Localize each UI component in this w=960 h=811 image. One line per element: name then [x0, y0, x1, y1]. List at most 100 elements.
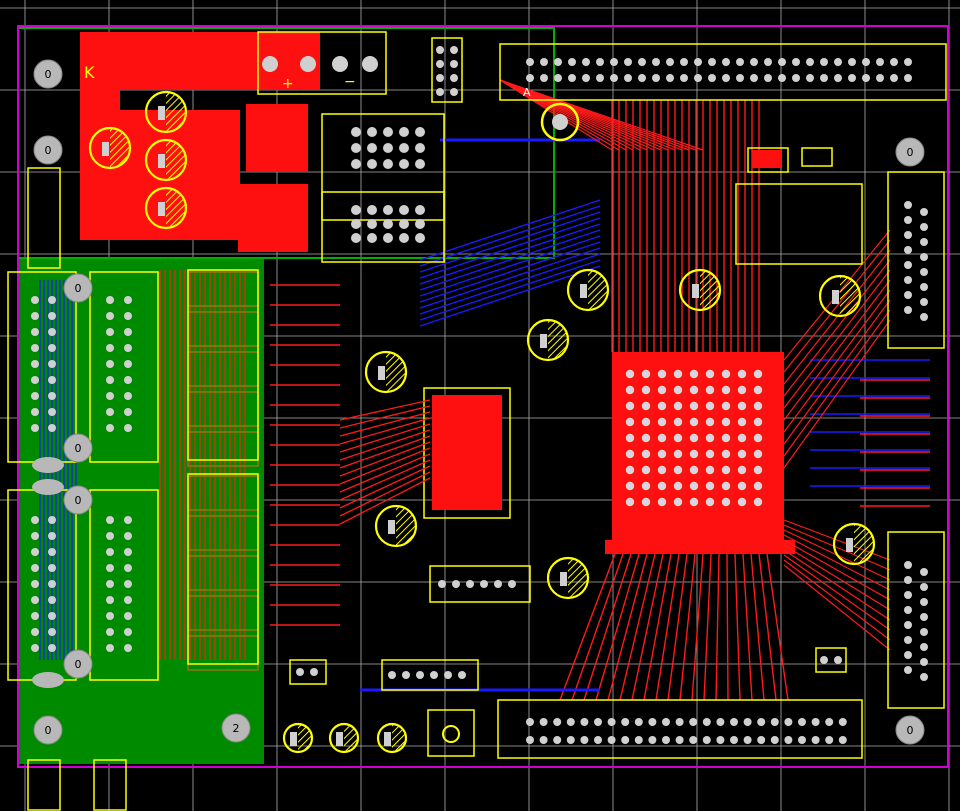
bga-ball: [737, 481, 747, 491]
diode-k-label: K: [84, 63, 95, 82]
large-capacitor[interactable]: [540, 102, 580, 142]
bga-chip[interactable]: [605, 352, 795, 554]
mounting-hole[interactable]: 0: [33, 715, 63, 745]
capacitor[interactable]: [328, 722, 360, 754]
minus-label: −: [344, 74, 356, 90]
transistor-1[interactable]: [747, 147, 789, 173]
mounting-hole[interactable]: 0: [33, 59, 63, 89]
bga-ball: [721, 401, 731, 411]
header-pin: [689, 736, 698, 744]
capacitor[interactable]: [832, 522, 876, 566]
db-pin: [124, 580, 132, 588]
mounting-hole[interactable]: 0: [63, 273, 93, 303]
db-pin: [124, 296, 132, 304]
mounting-holes[interactable]: 0 0 0 0 0 0 0 2 0 0: [32, 59, 925, 745]
top-header-connector[interactable]: [499, 43, 947, 101]
jumper-pin: [450, 74, 458, 82]
trace: [339, 417, 431, 445]
power-terminal-block[interactable]: [257, 31, 387, 95]
header-pin: [553, 718, 562, 726]
dip-socket-1[interactable]: [321, 113, 445, 221]
dip-pin: [383, 127, 393, 137]
dip-pin: [415, 233, 425, 243]
db-pin: [124, 644, 132, 652]
header-pin: [596, 58, 604, 66]
bga-ball: [641, 449, 651, 459]
capacitor[interactable]: [818, 274, 862, 318]
db-pin: [920, 598, 928, 606]
capacitor[interactable]: [376, 722, 408, 754]
header-pin: [904, 58, 912, 66]
bga-ball: [737, 385, 747, 395]
mounting-hole[interactable]: 0: [895, 137, 925, 167]
header-pin: [708, 58, 716, 66]
bga-ball: [737, 369, 747, 379]
left-bus-frame: [187, 269, 259, 461]
mounting-hole[interactable]: 0: [63, 433, 93, 463]
capacitor[interactable]: [364, 350, 408, 394]
db-pin: [904, 651, 912, 659]
trace: [783, 239, 891, 373]
bga-ball: [753, 369, 763, 379]
db-connector-right-1[interactable]: [887, 171, 945, 349]
electrolytic-capacitors[interactable]: [88, 90, 876, 754]
db-connector-left-3[interactable]: [89, 271, 159, 463]
capacitor-pad: [102, 142, 109, 149]
dip-socket-2[interactable]: [321, 191, 445, 263]
capacitor[interactable]: [144, 138, 188, 182]
capacitor[interactable]: [144, 90, 188, 134]
mounting-hole[interactable]: 2: [221, 713, 251, 743]
capacitor[interactable]: [526, 318, 570, 362]
regulator-outline[interactable]: [735, 183, 863, 265]
trace: [783, 554, 891, 631]
transistor-2[interactable]: [801, 147, 833, 167]
trace: [419, 205, 601, 267]
bga-ball: [641, 481, 651, 491]
capacitor-pad: [540, 334, 547, 341]
header-pin: [430, 671, 438, 679]
capacitor[interactable]: [546, 556, 590, 600]
header-pin: [480, 580, 488, 588]
capacitor[interactable]: [88, 126, 132, 170]
trace: [419, 241, 601, 303]
capacitor[interactable]: [678, 268, 722, 312]
dc-jack[interactable]: [427, 709, 475, 757]
db-connector-right-2[interactable]: [887, 531, 945, 709]
db-connector-left-4[interactable]: [89, 489, 159, 681]
mounting-hole-label: 0: [45, 68, 52, 81]
jumper-block[interactable]: [431, 37, 463, 103]
capacitor[interactable]: [374, 504, 418, 548]
small-header-1[interactable]: [429, 565, 531, 603]
mounting-hole[interactable]: 0: [895, 715, 925, 745]
db-pin: [31, 424, 39, 432]
bga-ball: [721, 433, 731, 443]
mounting-hole[interactable]: 0: [63, 649, 93, 679]
header-pin: [621, 718, 630, 726]
header-pin: [838, 718, 847, 726]
pin-a-label: A: [523, 86, 531, 99]
db-pin: [920, 208, 928, 216]
bga-ball: [673, 465, 683, 475]
bga-ball: [705, 449, 715, 459]
qfp-chip[interactable]: [423, 387, 511, 519]
small-header-4[interactable]: [815, 647, 847, 673]
mounting-hole[interactable]: 0: [63, 485, 93, 515]
dip-pin: [399, 143, 409, 153]
header-pin: [770, 718, 779, 726]
bga-ball: [657, 449, 667, 459]
small-header-3[interactable]: [289, 659, 327, 685]
capacitor[interactable]: [282, 722, 314, 754]
bottom-header-connector[interactable]: [497, 699, 863, 759]
db-pin: [920, 673, 928, 681]
header-pin: [722, 58, 730, 66]
db-pin: [106, 564, 114, 572]
header-pin: [702, 736, 711, 744]
header-pin: [539, 736, 548, 744]
mounting-hole[interactable]: 0: [33, 135, 63, 165]
db-pin: [31, 564, 39, 572]
small-header-2[interactable]: [381, 659, 479, 691]
capacitor[interactable]: [566, 268, 610, 312]
db-pin: [124, 516, 132, 524]
capacitor[interactable]: [144, 186, 188, 230]
